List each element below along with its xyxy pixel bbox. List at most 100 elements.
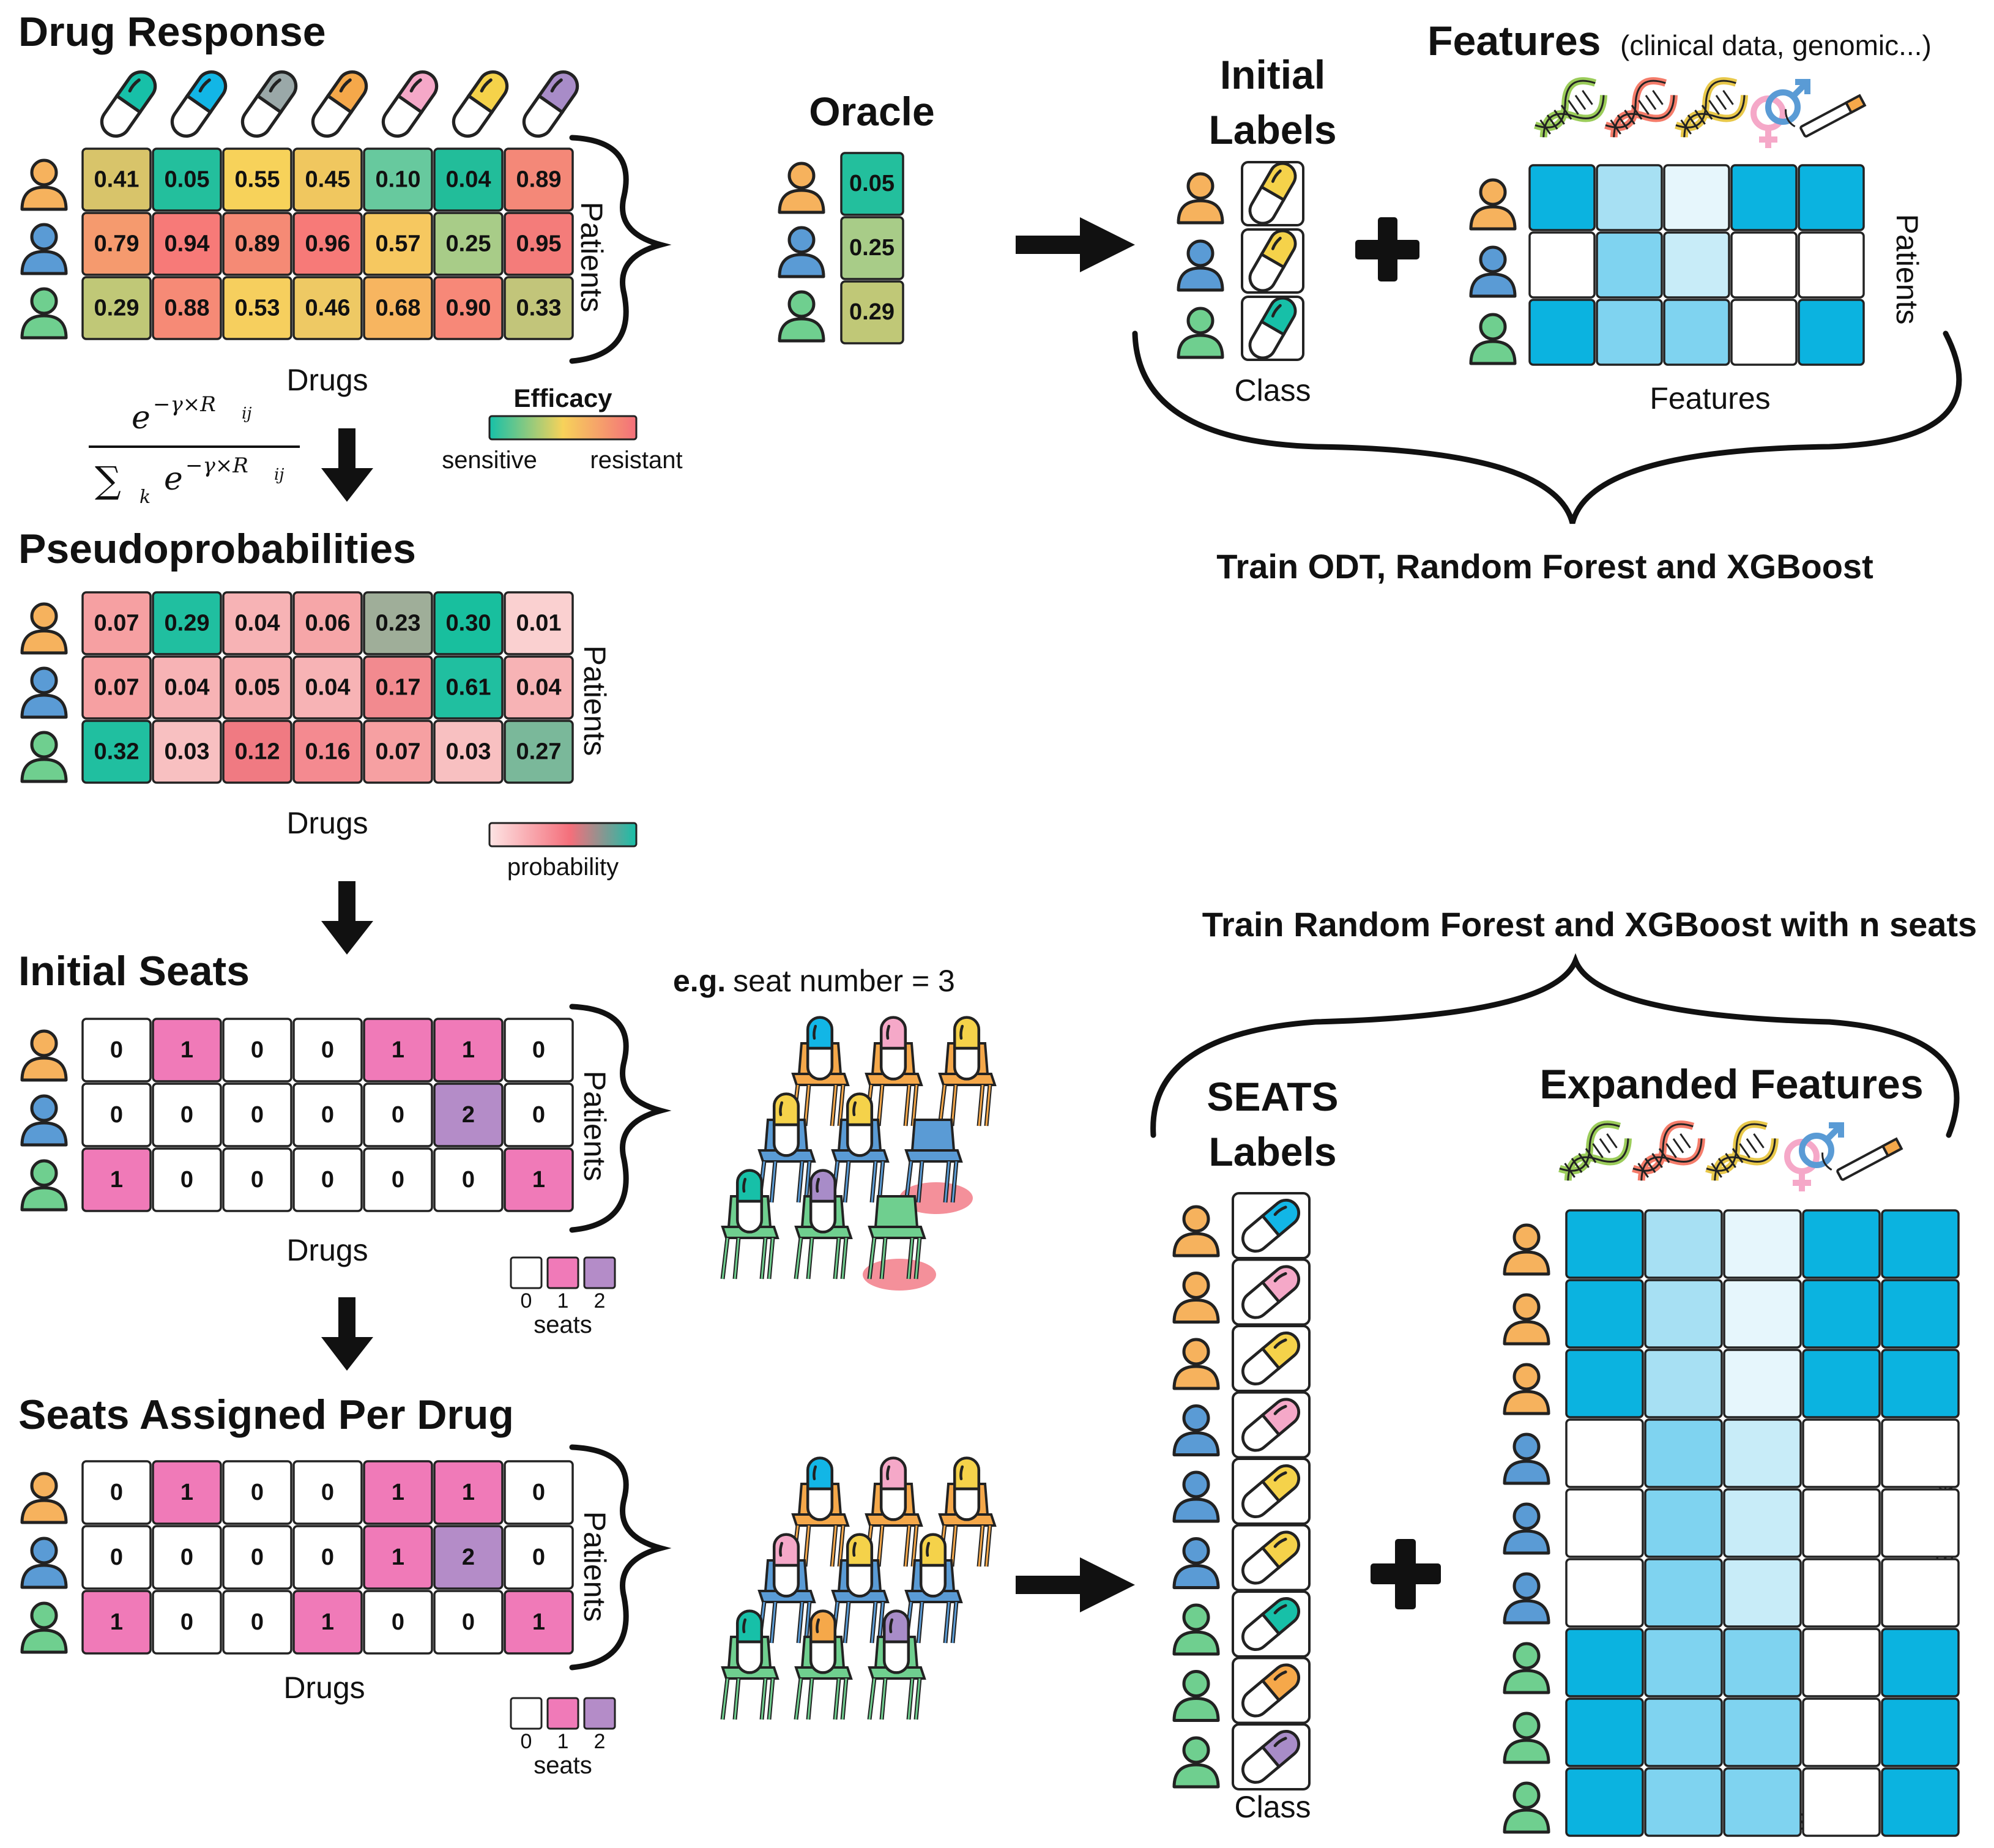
pseudoprob-value: 0.03 <box>165 739 210 765</box>
chair-icon <box>937 1016 997 1127</box>
efficacy-resistant-label: resistant <box>590 447 682 474</box>
seat-value: 0 <box>180 1609 193 1635</box>
drug-response-value: 0.53 <box>235 296 280 321</box>
seat-cell <box>504 1018 574 1082</box>
drug-response-cell <box>433 212 504 276</box>
drug-response-value: 0.45 <box>305 167 351 193</box>
dna-green-icon <box>1534 77 1608 138</box>
patient-icon <box>20 602 68 655</box>
seat-cell <box>363 1147 433 1212</box>
pseudoprob-cell <box>292 591 363 655</box>
patient-icon <box>1503 1642 1550 1694</box>
patient-icon <box>1469 313 1517 365</box>
seat-value: 0 <box>321 1037 334 1063</box>
svg-text:−γ×R: −γ×R <box>153 392 216 417</box>
feature-cell <box>1798 299 1865 366</box>
expanded-feature-cell <box>1565 1628 1644 1697</box>
feature-icon-rows <box>1534 77 1903 1191</box>
seated-pill-icon <box>879 1456 907 1521</box>
chairs-assigned-illustration <box>720 1456 997 1720</box>
drug-response-value: 0.89 <box>516 167 562 193</box>
seats-legend-swatch <box>583 1697 616 1730</box>
seat-cell <box>152 1460 222 1525</box>
seat-cell <box>81 1525 152 1590</box>
seat-cell <box>363 1018 433 1082</box>
seated-pill-icon <box>846 1092 874 1157</box>
patient-icon <box>20 1537 68 1589</box>
expanded-feature-cell <box>1644 1697 1723 1767</box>
patient-icon <box>1172 1470 1220 1523</box>
pseudoprob-value: 0.07 <box>94 675 140 701</box>
drug-response-cell <box>292 276 363 340</box>
initial-seats-brace <box>569 1004 672 1233</box>
patient-icon <box>20 287 68 340</box>
seats-labels-column <box>1172 1192 1311 1790</box>
pseudoprob-value: 0.32 <box>94 739 140 765</box>
seat-cell <box>292 1590 363 1655</box>
seat-value: 0 <box>251 1167 264 1193</box>
seat-cell <box>81 1082 152 1147</box>
feature-cell <box>1528 164 1596 231</box>
seat-value: 0 <box>462 1167 475 1193</box>
seat-cell <box>81 1460 152 1525</box>
seat-cell <box>363 1082 433 1147</box>
pseudoprob-value: 0.04 <box>516 675 562 701</box>
feature-cell <box>1663 164 1730 231</box>
oracle-value: 0.25 <box>849 235 895 261</box>
class-pill-icon <box>1248 296 1297 360</box>
seat-cell <box>433 1082 504 1147</box>
pseudoprob-cell <box>363 591 433 655</box>
seat-cell <box>292 1147 363 1212</box>
seats-legend-swatch <box>583 1256 616 1289</box>
drug-response-cell <box>81 276 152 340</box>
efficacy-legend-title: Efficacy <box>513 384 612 412</box>
seated-pill-icon <box>809 1169 837 1234</box>
pseudoprob-value: 0.01 <box>516 611 562 636</box>
seat-example-caption: e.g.seat number = 3 <box>673 964 955 998</box>
features-y-label: Patients <box>1890 214 1924 325</box>
expanded-feature-cell <box>1565 1279 1644 1349</box>
feature-cell <box>1596 299 1663 366</box>
patient-icon <box>20 666 68 719</box>
seat-value: 0 <box>532 1037 545 1063</box>
svg-text:e: e <box>132 400 151 436</box>
expanded-feature-cell <box>1723 1697 1802 1767</box>
plus-sign-bottom <box>1371 1539 1441 1609</box>
pseudoprob-value: 0.12 <box>235 739 280 765</box>
expanded-feature-cell <box>1802 1349 1881 1418</box>
chairs-initial-illustration <box>720 1016 997 1291</box>
empty-seat-highlight <box>863 1259 936 1291</box>
seat-value: 2 <box>462 1544 475 1570</box>
drug-response-value: 0.55 <box>235 167 280 193</box>
seat-cell <box>504 1525 574 1590</box>
expanded-feature-cell <box>1802 1279 1881 1349</box>
drug-response-value: 0.89 <box>235 231 280 257</box>
patient-icon <box>1503 1363 1550 1415</box>
arrow-down-2 <box>321 881 373 955</box>
seat-value: 0 <box>321 1102 334 1128</box>
drug-response-cell <box>292 212 363 276</box>
class-pill-icon <box>1241 1464 1301 1519</box>
seat-cell <box>433 1590 504 1655</box>
drug-response-value: 0.79 <box>94 231 140 257</box>
seat-value: 0 <box>251 1544 264 1570</box>
patient-icon <box>1469 178 1517 231</box>
expanded-feature-cell <box>1644 1349 1723 1418</box>
seat-cell <box>222 1525 292 1590</box>
pseudoprob-value: 0.16 <box>305 739 351 765</box>
patient-icon <box>1172 1272 1220 1324</box>
seat-cell <box>222 1460 292 1525</box>
expanded-feature-cell <box>1881 1488 1960 1558</box>
drug-response-x-label: Drugs <box>286 363 368 397</box>
seat-value: 0 <box>532 1480 545 1505</box>
chair-icon <box>791 1456 850 1567</box>
pseudoprob-value: 0.27 <box>516 739 562 765</box>
oracle-column: 0.050.250.29 <box>778 152 904 345</box>
pseudoprob-value: 0.04 <box>165 675 210 701</box>
class-pill-icon <box>1241 1663 1301 1718</box>
initial-labels-class-label: Class <box>1234 373 1311 408</box>
expanded-feature-cell <box>1565 1418 1644 1488</box>
seat-cell <box>433 1460 504 1525</box>
